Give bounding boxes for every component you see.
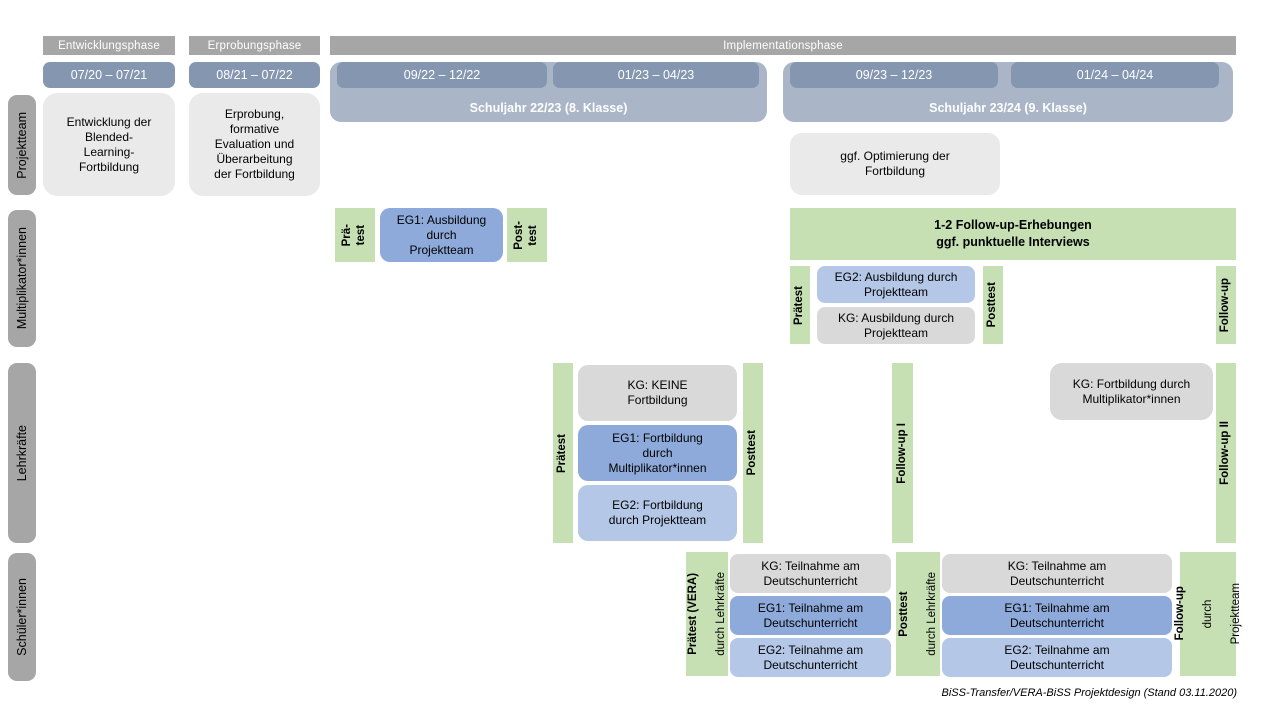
- row-label-multiplikatoren-text: Multiplikator*innen: [14, 227, 29, 330]
- schueler-praetest-main: Prätest (VERA): [686, 573, 699, 655]
- multiplikator-posttest-strip-2-text: Posttest: [986, 282, 999, 328]
- lehrkraefte-posttest-strip-text: Posttest: [746, 430, 759, 476]
- row-label-lehrkraefte-text: Lehrkräfte: [14, 424, 29, 482]
- multiplikator-followup-strip-text: Follow-up: [1219, 277, 1232, 333]
- lehrkraefte-followup1-strip-text: Follow-up I: [895, 422, 908, 484]
- schueler-kg-box-1: KG: Teilnahme am Deutschunterricht: [730, 554, 891, 593]
- multiplikator-praetest-strip-2-text: Prätest: [793, 285, 806, 325]
- date-bar-0821-0722: 08/21 – 07/22: [189, 62, 320, 88]
- projektteam-entwicklung-box: Entwicklung der Blended- Learning- Fortb…: [43, 93, 175, 196]
- projektteam-optimierung-box: ggf. Optimierung der Fortbildung: [790, 133, 1000, 195]
- multiplikator-followup-erhebungen-box: 1-2 Follow-up-Erhebungen ggf. punktuelle…: [790, 208, 1236, 260]
- schueler-posttest-strip: Posttest durch Lehrkräfte: [896, 552, 940, 676]
- schueler-eg2-box-2: EG2: Teilnahme am Deutschunterricht: [942, 638, 1172, 677]
- schueler-followup-sub1: durch: [1201, 599, 1214, 629]
- phase-header-implementationsphase: Implementationsphase: [330, 36, 1236, 55]
- phase-header-erprobungsphase: Erprobungsphase: [189, 36, 320, 55]
- date-bar-0922-1222: 09/22 – 12/22: [337, 62, 547, 88]
- multiplikator-eg1-box: EG1: Ausbildung durch Projektteam: [380, 208, 503, 262]
- schueler-eg2-box-1: EG2: Teilnahme am Deutschunterricht: [730, 638, 891, 677]
- date-bar-0123-0423: 01/23 – 04/23: [553, 62, 759, 88]
- schueler-eg1-box-2: EG1: Teilnahme am Deutschunterricht: [942, 596, 1172, 635]
- multiplikator-followup-strip: Follow-up: [1216, 266, 1236, 344]
- lehrkraefte-kg-box: KG: KEINE Fortbildung: [578, 365, 737, 421]
- schueler-praetest-sub: durch Lehrkräfte: [714, 572, 727, 656]
- schueler-posttest-sub: durch Lehrkräfte: [925, 572, 938, 656]
- lehrkraefte-kg-fortbildung-box: KG: Fortbildung durch Multiplikator*inne…: [1050, 363, 1213, 420]
- lehrkraefte-followup2-strip: Follow-up II: [1216, 363, 1236, 543]
- date-bar-0124-0424: 01/24 – 04/24: [1011, 62, 1219, 88]
- schueler-kg-box-2: KG: Teilnahme am Deutschunterricht: [942, 554, 1172, 593]
- date-bar-0923-1223: 09/23 – 12/23: [790, 62, 998, 88]
- date-bar-0720-0721: 07/20 – 07/21: [43, 62, 175, 88]
- schueler-praetest-strip: Prätest (VERA) durch Lehrkräfte: [686, 552, 728, 676]
- multiplikator-posttest-strip-1-text: Post- test: [513, 220, 539, 250]
- multiplikator-posttest-strip-2: Posttest: [983, 266, 1003, 344]
- multiplikator-posttest-strip-1: Post- test: [507, 208, 547, 262]
- lehrkraefte-eg1-box: EG1: Fortbildung durch Multiplikator*inn…: [578, 425, 737, 481]
- multiplikator-eg2-box: EG2: Ausbildung durch Projektteam: [817, 266, 975, 303]
- row-label-multiplikatoren: Multiplikator*innen: [8, 210, 36, 347]
- schueler-followup-main: Follow-up: [1173, 586, 1186, 642]
- phase-header-entwicklungsphase: Entwicklungsphase: [43, 36, 175, 55]
- lehrkraefte-praetest-strip-text: Prätest: [556, 433, 569, 473]
- lehrkraefte-followup2-strip-text: Follow-up II: [1219, 421, 1232, 485]
- lehrkraefte-praetest-strip: Prätest: [553, 363, 573, 543]
- projektteam-erprobung-box: Erprobung, formative Evaluation und Über…: [189, 93, 320, 196]
- schueler-followup-strip: Follow-up durch Projektteam: [1174, 552, 1242, 676]
- schueler-eg1-box-1: EG1: Teilnahme am Deutschunterricht: [730, 596, 891, 635]
- multiplikator-praetest-strip-1: Prä- test: [335, 208, 375, 262]
- schueler-followup-sub2: Projektteam: [1229, 583, 1242, 645]
- diagram-caption: BiSS-Transfer/VERA-BiSS Projektdesign (S…: [941, 687, 1237, 699]
- multiplikator-praetest-strip-2: Prätest: [790, 266, 810, 344]
- schueler-followup-strip-text: Follow-up durch Projektteam: [1159, 583, 1257, 644]
- lehrkraefte-posttest-strip: Posttest: [743, 363, 763, 543]
- lehrkraefte-followup1-strip: Follow-up I: [892, 363, 913, 543]
- schueler-posttest-main: Posttest: [897, 591, 910, 637]
- row-label-lehrkraefte: Lehrkräfte: [8, 363, 36, 543]
- multiplikator-praetest-strip-1-text: Prä- test: [341, 223, 367, 247]
- lehrkraefte-eg2-box: EG2: Fortbildung durch Projektteam: [578, 485, 737, 541]
- row-label-projektteam: Projektteam: [8, 95, 36, 195]
- row-label-projektteam-text: Projektteam: [14, 111, 29, 179]
- row-label-schueler: Schüler*innen: [8, 553, 36, 681]
- row-label-schueler-text: Schüler*innen: [14, 578, 29, 656]
- multiplikator-kg-box: KG: Ausbildung durch Projektteam: [817, 307, 975, 344]
